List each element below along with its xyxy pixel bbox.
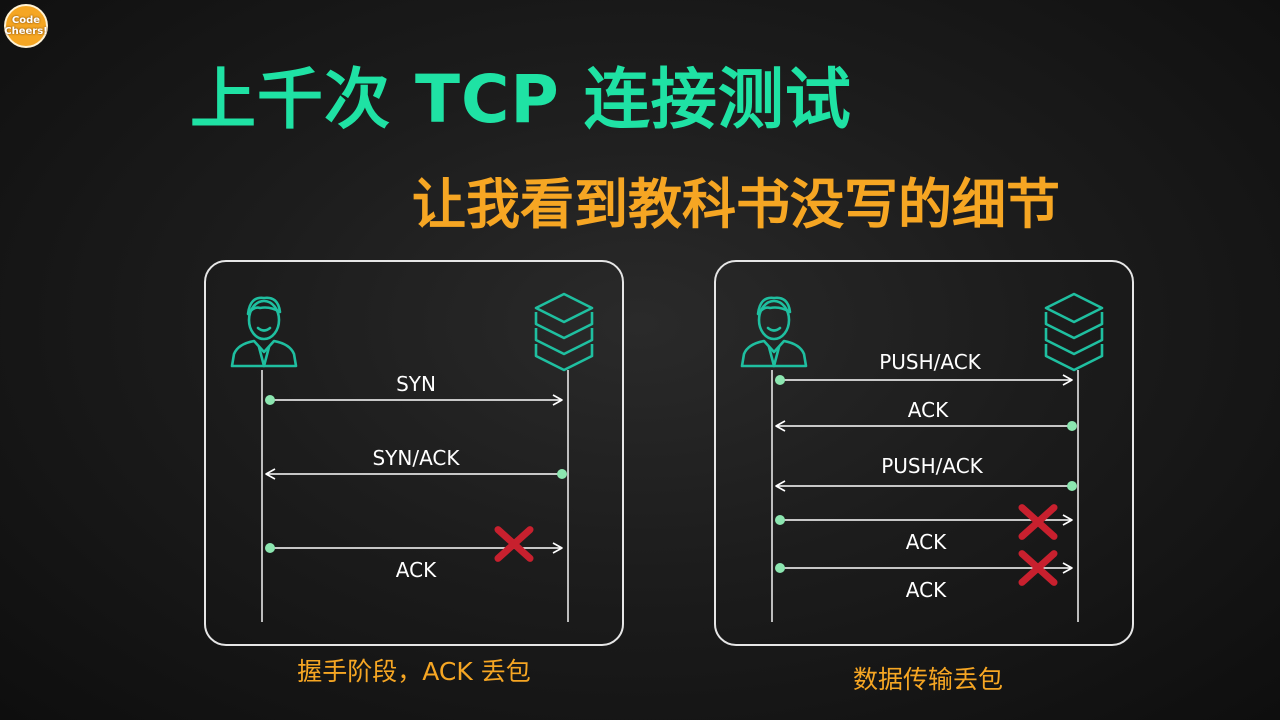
logo-line-1: Code <box>11 15 41 26</box>
message-label: ACK <box>907 398 949 422</box>
message-label: ACK <box>905 530 947 554</box>
message-start-dot <box>775 375 785 385</box>
message-arrow <box>265 394 563 406</box>
message-label: SYN/ACK <box>372 446 460 470</box>
transfer-caption: 数据传输丢包 <box>852 665 1003 694</box>
message-start-dot <box>1067 421 1077 431</box>
cross-icon <box>494 526 534 562</box>
transfer-diagram-canvas <box>740 292 1104 622</box>
message-label: PUSH/ACK <box>879 350 981 374</box>
person-icon <box>230 296 298 368</box>
message-arrow <box>775 562 1073 574</box>
logo-line-2: Cheers! <box>4 26 48 37</box>
message-arrow <box>265 468 567 480</box>
message-label: PUSH/ACK <box>881 454 983 478</box>
handshake-caption: 握手阶段，ACK 丢包 <box>297 657 531 686</box>
cross-icon <box>1018 504 1058 540</box>
message-arrow <box>775 514 1073 526</box>
message-start-dot <box>1067 481 1077 491</box>
message-start-dot <box>775 563 785 573</box>
message-start-dot <box>265 543 275 553</box>
message-start-dot <box>557 469 567 479</box>
cross-icon <box>1018 550 1058 586</box>
server-stack-icon <box>1044 292 1104 372</box>
message-start-dot <box>775 515 785 525</box>
message-start-dot <box>265 395 275 405</box>
message-label: ACK <box>905 578 947 602</box>
server-stack-icon <box>534 292 594 372</box>
code-cheers-logo: Code Cheers! <box>4 4 48 48</box>
main-title: 上千次 TCP 连接测试 <box>190 61 852 138</box>
message-label: SYN <box>396 372 436 396</box>
handshake-diagram: SYN SYN/ACK ACK <box>204 260 624 646</box>
message-label: ACK <box>395 558 437 582</box>
message-arrow <box>775 374 1073 386</box>
message-arrow <box>775 480 1077 492</box>
subtitle: 让我看到教科书没写的细节 <box>412 173 1060 236</box>
message-arrow <box>775 420 1077 432</box>
handshake-diagram-canvas <box>230 292 594 622</box>
transfer-diagram: PUSH/ACK ACK PUSH/ACK ACK ACK <box>714 260 1134 646</box>
person-icon <box>740 296 808 368</box>
